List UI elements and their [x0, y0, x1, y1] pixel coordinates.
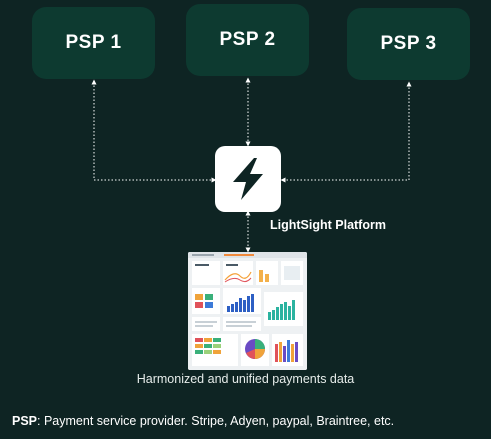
dashboard-thumbnail	[188, 252, 307, 370]
psp-3-node: PSP 3	[347, 8, 470, 80]
psp-1-node: PSP 1	[32, 7, 155, 79]
psp-2-label: PSP 2	[219, 29, 276, 50]
psp-2-node: PSP 2	[186, 4, 309, 76]
footnote-term: PSP	[12, 414, 38, 428]
dashboard-image	[188, 252, 307, 370]
psp-1-label: PSP 1	[65, 32, 122, 53]
dashboard-caption: Harmonized and unified payments data	[136, 372, 355, 386]
platform-label: LightSight Platform	[270, 218, 386, 232]
lightsight-hub	[215, 146, 281, 212]
psp-footnote: PSP: Payment service provider. Stripe, A…	[12, 414, 394, 428]
lightning-bolt-icon	[233, 158, 263, 200]
psp-3-label: PSP 3	[380, 33, 437, 54]
footnote-definition: : Payment service provider. Stripe, Adye…	[37, 414, 395, 428]
connector-psp3	[280, 81, 412, 183]
connector-psp1	[91, 79, 217, 183]
